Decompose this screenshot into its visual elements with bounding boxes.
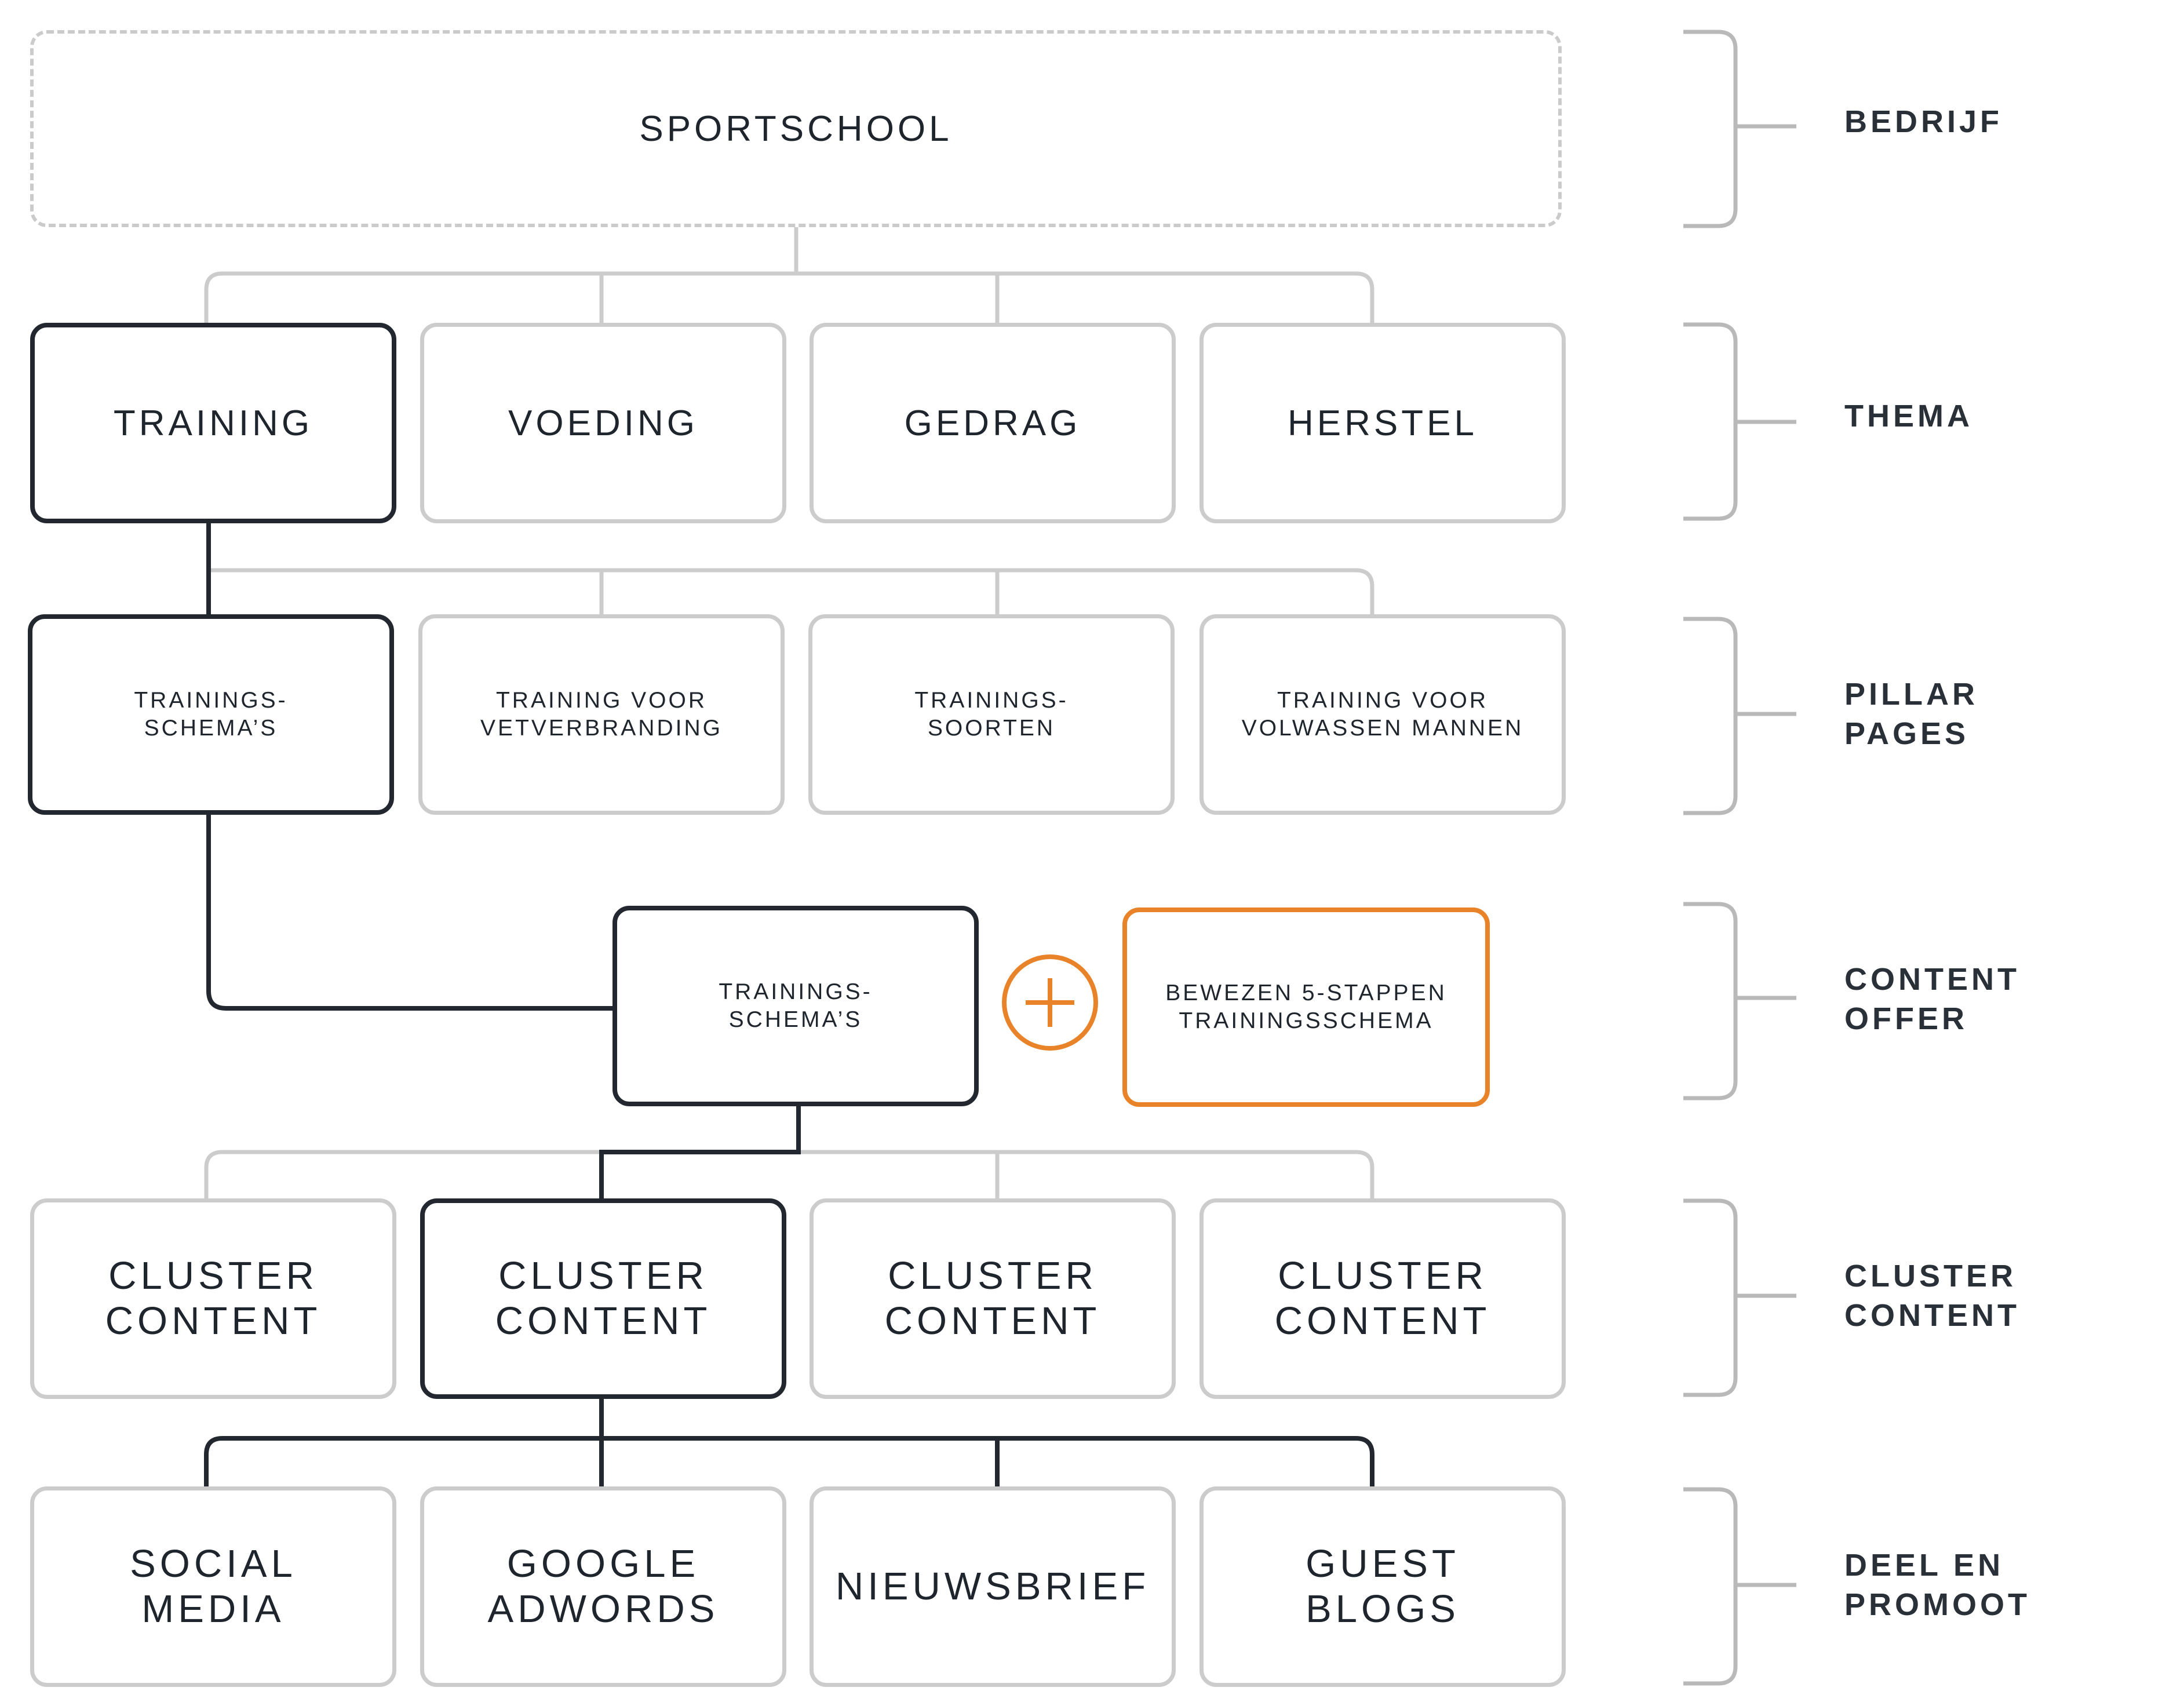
theme-box-gedrag[interactable]: GEDRAG bbox=[810, 323, 1176, 523]
level-label-content-offer: CONTENT OFFER bbox=[1844, 962, 2020, 1036]
cluster-box-3[interactable]: CLUSTER CONTENT bbox=[810, 1198, 1176, 1399]
channel-label: GUEST BLOGS bbox=[1306, 1542, 1460, 1631]
offer-box-5-stappen[interactable]: BEWEZEN 5-STAPPEN TRAININGSSCHEMA bbox=[1122, 908, 1490, 1107]
channel-label: NIEUWSBRIEF bbox=[835, 1565, 1150, 1608]
cluster-box-1[interactable]: CLUSTER CONTENT bbox=[30, 1198, 396, 1399]
channel-box-social-media[interactable]: SOCIAL MEDIA bbox=[30, 1486, 396, 1687]
channel-label: GOOGLE ADWORDS bbox=[487, 1542, 719, 1631]
cluster-label: CLUSTER CONTENT bbox=[1274, 1254, 1491, 1343]
cluster-box-2[interactable]: CLUSTER CONTENT bbox=[420, 1198, 786, 1399]
offer-box-trainingsschemas[interactable]: TRAININGS- SCHEMA’S bbox=[612, 906, 979, 1106]
channel-box-nieuwsbrief[interactable]: NIEUWSBRIEF bbox=[810, 1486, 1176, 1687]
pillar-box-trainingssoorten[interactable]: TRAININGS- SOORTEN bbox=[808, 614, 1175, 815]
pillar-box-volwassen-mannen[interactable]: TRAINING VOOR VOLWASSEN MANNEN bbox=[1199, 614, 1566, 815]
pillar-label: TRAINING VOOR VETVERBRANDING bbox=[480, 688, 723, 741]
cluster-label: CLUSTER CONTENT bbox=[495, 1254, 712, 1343]
level-label-thema: THEMA bbox=[1844, 399, 1973, 433]
pillar-label: TRAINING VOOR VOLWASSEN MANNEN bbox=[1241, 688, 1524, 741]
theme-box-voeding[interactable]: VOEDING bbox=[420, 323, 786, 523]
theme-box-training[interactable]: TRAINING bbox=[30, 323, 396, 523]
company-label: SPORTSCHOOL bbox=[639, 108, 953, 149]
pillar-box-vetverbranding[interactable]: TRAINING VOOR VETVERBRANDING bbox=[418, 614, 785, 815]
channel-label: SOCIAL MEDIA bbox=[130, 1542, 297, 1631]
cluster-box-4[interactable]: CLUSTER CONTENT bbox=[1199, 1198, 1566, 1399]
level-label-deel-en-promoot: DEEL EN PROMOOT bbox=[1844, 1548, 2030, 1622]
level-label-cluster-content: CLUSTER CONTENT bbox=[1844, 1259, 2020, 1333]
cluster-label: CLUSTER CONTENT bbox=[884, 1254, 1101, 1343]
level-label-pillar-pages: PILLAR PAGES bbox=[1844, 677, 1978, 751]
channel-box-google-adwords[interactable]: GOOGLE ADWORDS bbox=[420, 1486, 786, 1687]
pillar-label: TRAININGS- SCHEMA’S bbox=[134, 688, 288, 741]
pillar-label: TRAININGS- SOORTEN bbox=[914, 688, 1069, 741]
theme-label: GEDRAG bbox=[904, 403, 1081, 443]
theme-label: HERSTEL bbox=[1288, 403, 1478, 443]
offer-label: TRAININGS- SCHEMA’S bbox=[719, 979, 873, 1032]
plus-icon bbox=[1002, 954, 1098, 1051]
cluster-label: CLUSTER CONTENT bbox=[105, 1254, 322, 1343]
company-box: SPORTSCHOOL bbox=[30, 30, 1562, 227]
level-label-bedrijf: BEDRIJF bbox=[1844, 104, 2003, 139]
theme-label: VOEDING bbox=[508, 403, 698, 443]
theme-box-herstel[interactable]: HERSTEL bbox=[1199, 323, 1566, 523]
pillar-box-trainingsschemas[interactable]: TRAININGS- SCHEMA’S bbox=[28, 614, 394, 815]
offer-extra-label: BEWEZEN 5-STAPPEN TRAININGSSCHEMA bbox=[1165, 981, 1447, 1033]
theme-label: TRAINING bbox=[113, 403, 313, 443]
channel-box-guest-blogs[interactable]: GUEST BLOGS bbox=[1199, 1486, 1566, 1687]
